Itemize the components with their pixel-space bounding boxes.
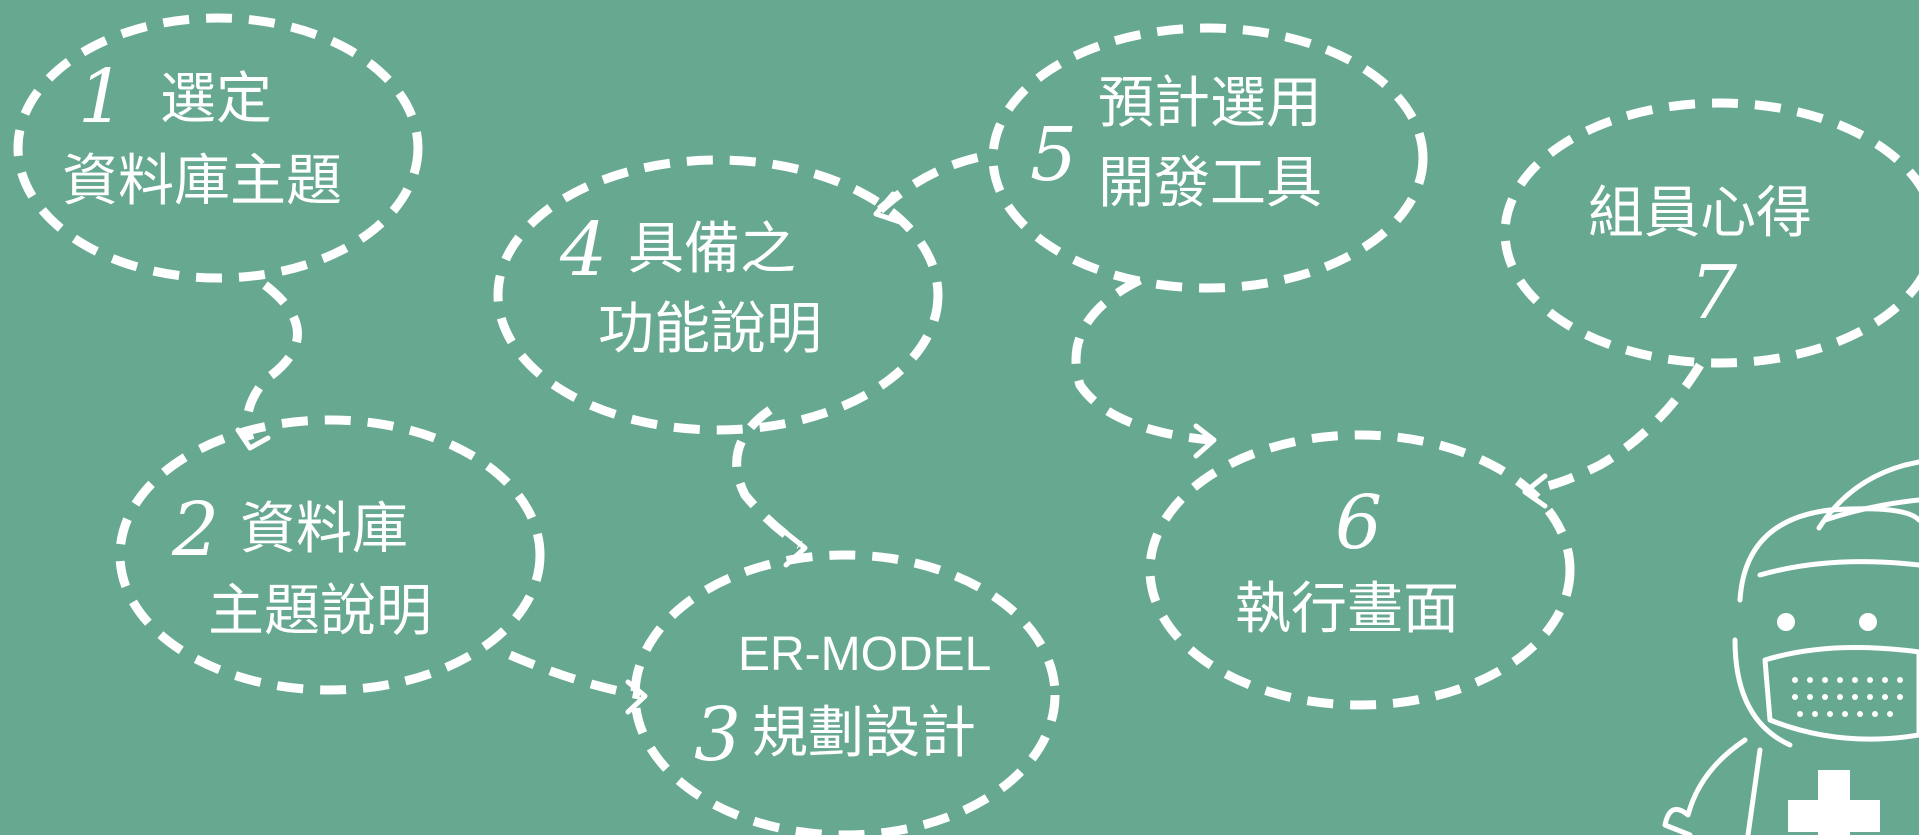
connector-1-2 <box>242 281 302 442</box>
node-3-outline <box>630 550 1060 835</box>
mascot-eye-right-icon <box>1859 613 1877 631</box>
mascot-cross-icon <box>1788 770 1880 835</box>
knight-mascot-illustration <box>1662 459 1919 835</box>
node-6-outline <box>1145 430 1575 710</box>
connector-5-6 <box>1071 275 1211 445</box>
node-6-number: 6 <box>1335 480 1382 566</box>
node-5-line-1: 預計選用 <box>1098 71 1322 136</box>
node-2-line-1: 資料庫 <box>240 497 408 562</box>
node-1-line-2: 資料庫主題 <box>62 149 342 214</box>
node-1-number: 1 <box>78 54 125 140</box>
node-3-line-1: ER-MODEL <box>738 628 991 681</box>
connector-4-5 <box>876 150 991 214</box>
node-1: 1 選定 資料庫主題 <box>13 13 423 283</box>
connectors <box>242 150 1704 700</box>
node-4-outline <box>493 155 943 435</box>
node-6: 6 執行畫面 <box>1145 430 1575 710</box>
mascot-mask <box>1762 645 1919 742</box>
mascot-arm <box>1662 737 1748 835</box>
mascot-body <box>1745 747 1763 835</box>
connector-2-3 <box>508 650 641 700</box>
node-7-number: 7 <box>1690 250 1737 336</box>
node-1-line-1: 選定 <box>160 67 272 132</box>
node-5-line-2: 開發工具 <box>1098 151 1322 216</box>
connector-3-4 <box>732 406 803 549</box>
node-5-outline <box>988 23 1428 293</box>
node-3-line-2: 規劃設計 <box>752 701 976 766</box>
node-5-number: 5 <box>1030 112 1077 198</box>
node-7: 組員心得 7 <box>1500 98 1919 368</box>
arrowhead-icon <box>873 191 903 225</box>
node-5: 5 預計選用 開發工具 <box>988 23 1428 293</box>
node-2-line-2: 主題說明 <box>208 579 432 644</box>
mascot-mask-dots <box>1792 677 1903 717</box>
node-2-outline <box>115 415 545 695</box>
node-7-outline <box>1500 98 1919 368</box>
node-2-number: 2 <box>171 487 219 573</box>
node-4-line-2: 功能說明 <box>598 297 822 362</box>
arrowhead-icon <box>1193 423 1217 459</box>
node-4-number: 4 <box>559 207 607 293</box>
node-7-line-1: 組員心得 <box>1588 181 1812 246</box>
node-1-outline <box>13 13 423 283</box>
node-3: ER-MODEL 3 規劃設計 <box>630 550 1060 835</box>
node-3-number: 3 <box>694 692 741 778</box>
node-2: 2 資料庫 主題說明 <box>115 415 545 695</box>
connector-7-6 <box>1529 362 1704 495</box>
mascot-eye-left-icon <box>1777 613 1795 631</box>
node-4: 4 具備之 功能說明 <box>493 155 943 435</box>
mascot-helmet-band <box>1757 559 1919 578</box>
node-6-line-1: 執行畫面 <box>1235 577 1459 642</box>
mascot-helmet <box>1737 506 1919 603</box>
node-4-line-1: 具備之 <box>628 217 796 282</box>
mascot-face <box>1732 637 1793 748</box>
